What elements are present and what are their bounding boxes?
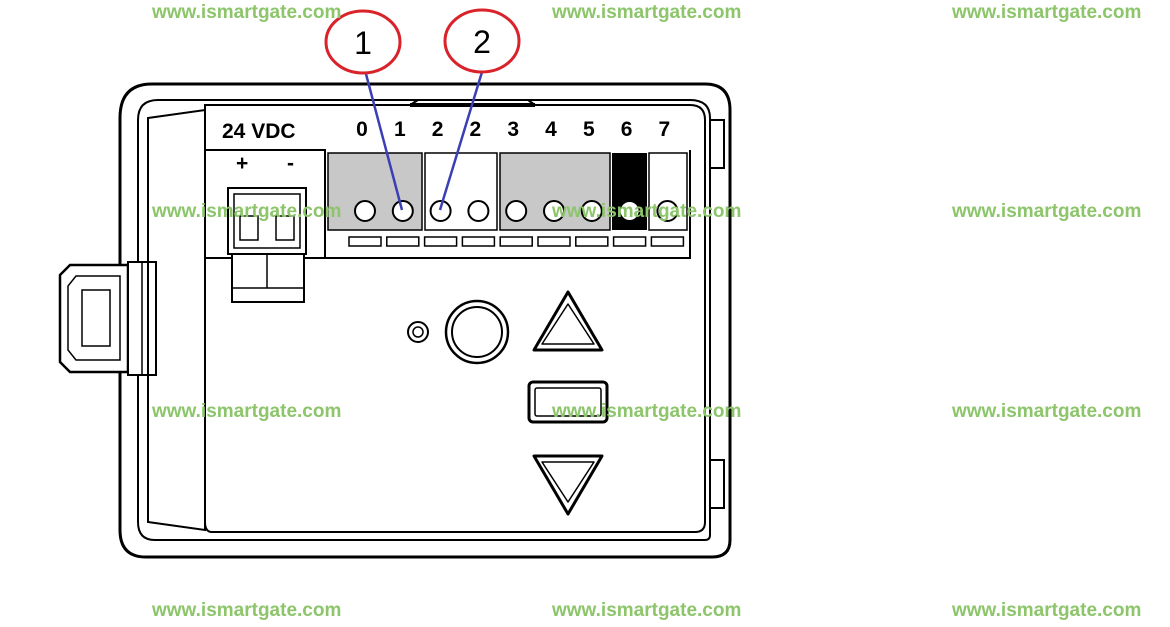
terminal-label: 0: [356, 118, 368, 141]
power-label: 24 VDC: [222, 120, 296, 143]
power-plus-label: +: [236, 152, 248, 175]
watermark: www.ismartgate.com: [552, 401, 742, 422]
callout-2: 2: [438, 8, 521, 211]
watermark: www.ismartgate.com: [552, 201, 742, 222]
terminal-slot: [461, 236, 496, 247]
housing-inner: [137, 99, 711, 541]
terminal-screw[interactable]: [354, 200, 376, 222]
terminal-slot: [348, 236, 382, 247]
terminal-label: 6: [621, 118, 633, 141]
terminal-label: 2: [432, 118, 444, 141]
callout-ring: [324, 9, 402, 75]
terminal-screw[interactable]: [543, 200, 565, 222]
terminal-screw[interactable]: [580, 200, 603, 222]
terminal-slot: [612, 236, 647, 247]
callouts: 1 2: [324, 8, 521, 211]
terminal-screw[interactable]: [391, 200, 414, 222]
round-button-icon[interactable]: [444, 299, 510, 365]
terminal-labels: 0 1 2 2 3 4 5 6 7: [356, 118, 670, 141]
terminal-label: 2: [470, 118, 482, 141]
watermark: www.ismartgate.com: [152, 2, 342, 23]
terminal-screw[interactable]: [505, 200, 528, 222]
terminal-screws: [354, 200, 679, 222]
power-minus-label: -: [287, 152, 294, 175]
terminal-slot: [650, 236, 685, 247]
callout-line: [438, 71, 484, 211]
watermark: www.ismartgate.com: [152, 600, 342, 621]
terminal-slot: [499, 236, 533, 247]
watermark: www.ismartgate.com: [952, 201, 1142, 222]
terminal-screw[interactable]: [656, 200, 679, 222]
power-connector[interactable]: [227, 187, 307, 303]
terminal-label: 3: [507, 118, 519, 141]
callout-number: 2: [473, 24, 491, 60]
terminal-label: 5: [583, 118, 595, 141]
watermark: www.ismartgate.com: [152, 401, 342, 422]
watermark: www.ismartgate.com: [952, 401, 1142, 422]
terminal-slot: [537, 236, 571, 247]
callout-ring: [443, 8, 521, 74]
terminal-screw[interactable]: [467, 200, 490, 222]
down-arrow-icon[interactable]: [532, 454, 604, 516]
callout-1: 1: [324, 9, 404, 211]
terminal-screw[interactable]: [429, 200, 452, 222]
watermark: www.ismartgate.com: [552, 600, 742, 621]
terminal-slot: [423, 236, 458, 247]
front-panel: [204, 99, 706, 533]
led-indicator-icon: [407, 321, 429, 343]
watermark: www.ismartgate.com: [152, 201, 342, 222]
terminal-slot: [386, 236, 420, 247]
terminal-label: 1: [394, 118, 406, 141]
watermark: www.ismartgate.com: [952, 2, 1142, 23]
right-tabs: [709, 119, 725, 509]
terminal-slots: [348, 236, 685, 247]
callout-line: [364, 73, 404, 211]
inner-left-wall: [147, 108, 206, 532]
watermark: www.ismartgate.com: [952, 600, 1142, 621]
side-clip: [58, 261, 157, 376]
up-arrow-icon[interactable]: [532, 290, 604, 352]
callout-number: 1: [354, 25, 372, 61]
terminal-label: 4: [545, 118, 557, 141]
terminal-screw[interactable]: [618, 200, 641, 222]
terminal-label: 7: [659, 118, 671, 141]
stop-icon[interactable]: [527, 380, 609, 424]
watermark: www.ismartgate.com: [552, 2, 742, 23]
terminal-slot: [575, 236, 609, 247]
